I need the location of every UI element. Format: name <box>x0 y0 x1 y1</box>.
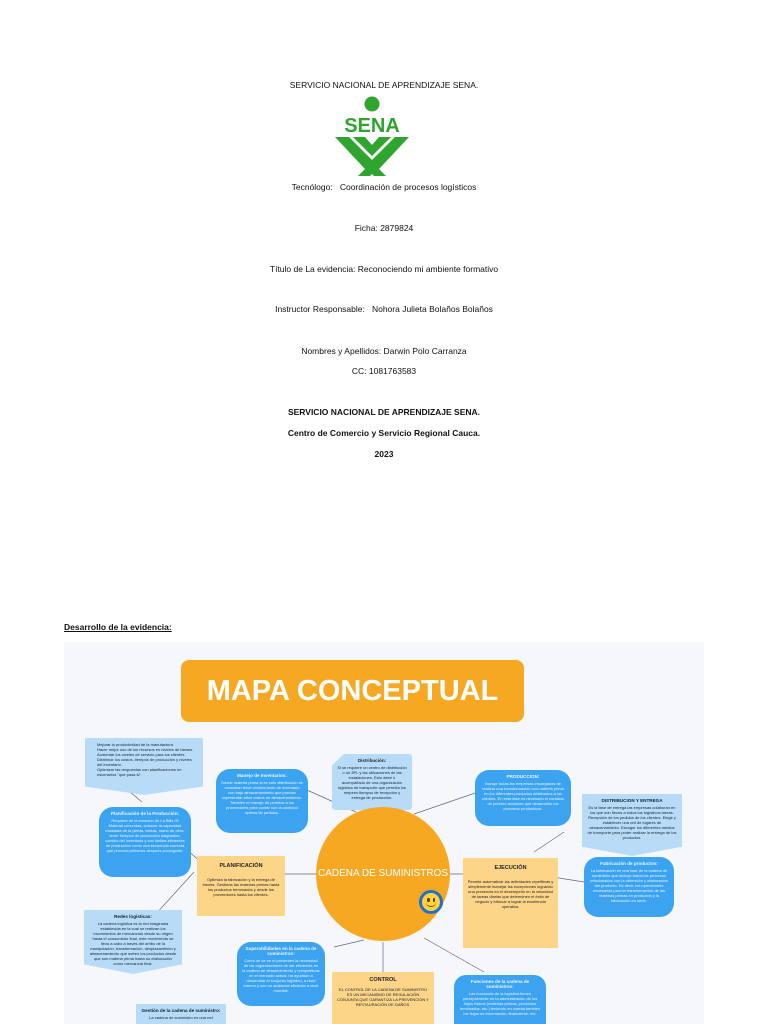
node-produccion: PRODUCCION: Incluye todas las empresas e… <box>475 770 571 826</box>
node-distribucion: Distribución: Si se requiere un centro d… <box>332 754 412 810</box>
node-superabilidades: Superabilidades en la cadena de suminist… <box>237 942 325 1006</box>
objective-item: Optimizar las respuestas con planificaci… <box>97 767 182 777</box>
objective-item: Aumentar los niveles de servicio para lo… <box>97 752 186 757</box>
tecnologo-label: Tecnólogo: <box>291 182 333 192</box>
footer-institution: SERVICIO NACIONAL DE APRENDIZAJE SENA. <box>287 407 481 417</box>
year: 2023 <box>374 449 394 459</box>
node-planificacion-produccion: Planificación de la Producción: Requiere… <box>99 807 191 877</box>
map-title: MAPA CONCEPTUAL <box>181 660 524 722</box>
node-body: Requiere de la creación de La Bills Of M… <box>105 818 185 853</box>
node-distribucion-entrega: DISTRIBUCION Y ENTREGA Es la fase de ent… <box>582 794 682 856</box>
institution-header: SERVICIO NACIONAL DE APRENDIZAJE SENA. <box>289 80 479 90</box>
node-manejo-inventarios: Manejo de Inventarios: Desde materia pri… <box>216 769 308 833</box>
svg-text:SENA: SENA <box>344 115 400 137</box>
node-planificacion: PLANIFICACIÓN Optimiza la fabricación y … <box>197 856 285 916</box>
tecnologo-value: Coordinación de procesos logísticos <box>339 182 477 192</box>
objectives-list: Mejorar la productividad de la manufactu… <box>85 738 203 795</box>
centro: Centro de Comercio y Servicio Regional C… <box>287 428 481 438</box>
node-title: PRODUCCION: <box>506 774 540 779</box>
smiley-icon <box>419 890 443 914</box>
node-body: Permite automatizar las actividades repe… <box>467 879 554 909</box>
node-body: La cadena logística es la red imaginaria… <box>89 921 177 966</box>
node-body: EL CONTROL DE LA CADENA DE SUMINISTRO ES… <box>337 987 429 1007</box>
desarrollo-heading: Desarrollo de la evidencia: <box>64 622 172 632</box>
node-body: Incluye todas las empresas encargadas de… <box>481 781 565 811</box>
student-name: Nombres y Apellidos: Darwin Polo Carranz… <box>301 346 467 356</box>
node-title: Redes logísticas: <box>114 914 152 919</box>
node-body: Desde materia prima si es sólo distribuc… <box>221 780 303 815</box>
instructor-label: Instructor Responsable: <box>275 304 365 314</box>
objective-item: Disminuir los costos, tiempos de producc… <box>97 757 192 767</box>
node-body: Como se ve en el presentes la necesidad … <box>242 958 320 993</box>
node-funciones: Funciones de la cadena de suministros: L… <box>454 975 546 1024</box>
node-title: Planificación de la Producción: <box>110 811 180 816</box>
node-body: Es la fase de entrega las empresas colab… <box>587 805 677 840</box>
ficha: Ficha: 2879824 <box>354 223 414 233</box>
objective-item: Hacer mejor uso de los recursos en nivel… <box>97 747 194 752</box>
node-body: Optimiza la fabricación y la entrega de … <box>202 877 280 897</box>
node-body: Si se requiere un centro de distribución… <box>337 765 407 800</box>
node-ejecucion: EJECUCIÓN Permite automatizar las activi… <box>463 858 558 948</box>
node-body: La cadena de suministro es una red <box>149 1015 213 1020</box>
node-title: CONTROL <box>369 977 397 983</box>
node-redes-logisticas: Redes logísticas: La cadena logística es… <box>84 910 182 974</box>
node-title: Fabricación de productos: <box>600 861 658 866</box>
node-gestion: Gestión de la cadena de suministro: La c… <box>136 1004 226 1024</box>
node-title: Funciones de la cadena de suministros: <box>470 979 530 989</box>
node-control: CONTROL EL CONTROL DE LA CADENA DE SUMIN… <box>332 972 434 1024</box>
center-node: CADENA DE SUMINISTROS <box>316 807 450 941</box>
concept-map: MAPA CONCEPTUAL Mejorar la productividad… <box>64 642 704 1024</box>
evidence-title: Título de La evidencia: Reconociendo mi … <box>269 264 499 274</box>
node-title: Gestión de la cadena de suministro: <box>141 1008 221 1013</box>
node-body: La fabricación en una fase de la cadena … <box>590 868 668 903</box>
node-title: PLANIFICACIÓN <box>219 863 263 869</box>
node-title: DISTRIBUCION Y ENTREGA <box>601 798 663 803</box>
objective-item: Mejorar la productividad de la manufactu… <box>97 742 174 747</box>
node-title: Distribución: <box>357 758 387 763</box>
tecnologo-line: Tecnólogo: Coordinación de procesos logí… <box>0 182 768 192</box>
instructor-name: Nohora Julieta Bolaños Bolaños <box>371 304 493 314</box>
node-fabricacion: Fabricación de productos: La fabricación… <box>584 857 674 917</box>
node-body: Las funciones de la logística tienen pri… <box>459 991 541 1016</box>
node-title: EJECUCIÓN <box>494 865 527 871</box>
sena-logo: SENA <box>331 96 413 176</box>
student-cc: CC: 1081763583 <box>351 366 417 376</box>
instructor-line: Instructor Responsable: Nohora Julieta B… <box>0 304 768 314</box>
node-title: Manejo de Inventarios: <box>237 773 287 778</box>
node-title: Superabilidades en la cadena de suminist… <box>245 946 317 956</box>
